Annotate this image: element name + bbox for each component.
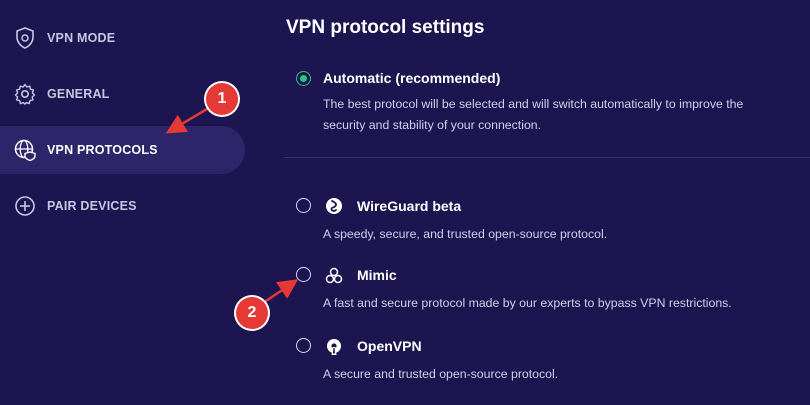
shield-gear-icon [13,26,37,50]
sidebar: VPN MODE GENERAL VPN PROTOCOLS PAIR DEVI… [0,0,262,405]
sidebar-item-vpn-protocols[interactable]: VPN PROTOCOLS [0,126,245,174]
option-title-wireguard: WireGuard beta [357,198,462,214]
protocol-settings-panel: VPN protocol settings Automatic (recomme… [262,0,810,405]
divider [284,157,810,158]
globe-shield-icon [13,138,37,162]
annotation-badge-2: 2 [236,297,268,329]
annotation-badge-1: 1 [206,83,238,115]
option-desc-openvpn: A secure and trusted open-source protoco… [323,367,559,381]
sidebar-item-general[interactable]: GENERAL [0,70,245,118]
option-desc-wireguard: A speedy, secure, and trusted open-sourc… [323,227,608,241]
radio-wireguard[interactable] [296,198,311,213]
sidebar-item-pair-devices[interactable]: PAIR DEVICES [0,182,245,230]
wireguard-icon [325,197,343,215]
sidebar-item-label: PAIR DEVICES [47,199,137,213]
sidebar-item-label: VPN PROTOCOLS [47,143,158,157]
mimic-icon [325,267,343,285]
option-title-openvpn: OpenVPN [357,338,422,354]
radio-openvpn[interactable] [296,338,311,353]
gear-icon [13,82,37,106]
option-title-mimic: Mimic [357,267,397,283]
option-desc-mimic: A fast and secure protocol made by our e… [323,296,732,310]
radio-automatic[interactable] [296,71,311,86]
option-desc-automatic: The best protocol will be selected and w… [323,97,744,132]
page-title: VPN protocol settings [286,17,485,38]
sidebar-item-label: GENERAL [47,87,110,101]
option-title-automatic: Automatic (recommended) [323,70,501,86]
openvpn-icon [325,338,343,356]
sidebar-item-vpn-mode[interactable]: VPN MODE [0,14,245,62]
plus-circle-icon [13,194,37,218]
radio-mimic[interactable] [296,267,311,282]
sidebar-item-label: VPN MODE [47,31,116,45]
